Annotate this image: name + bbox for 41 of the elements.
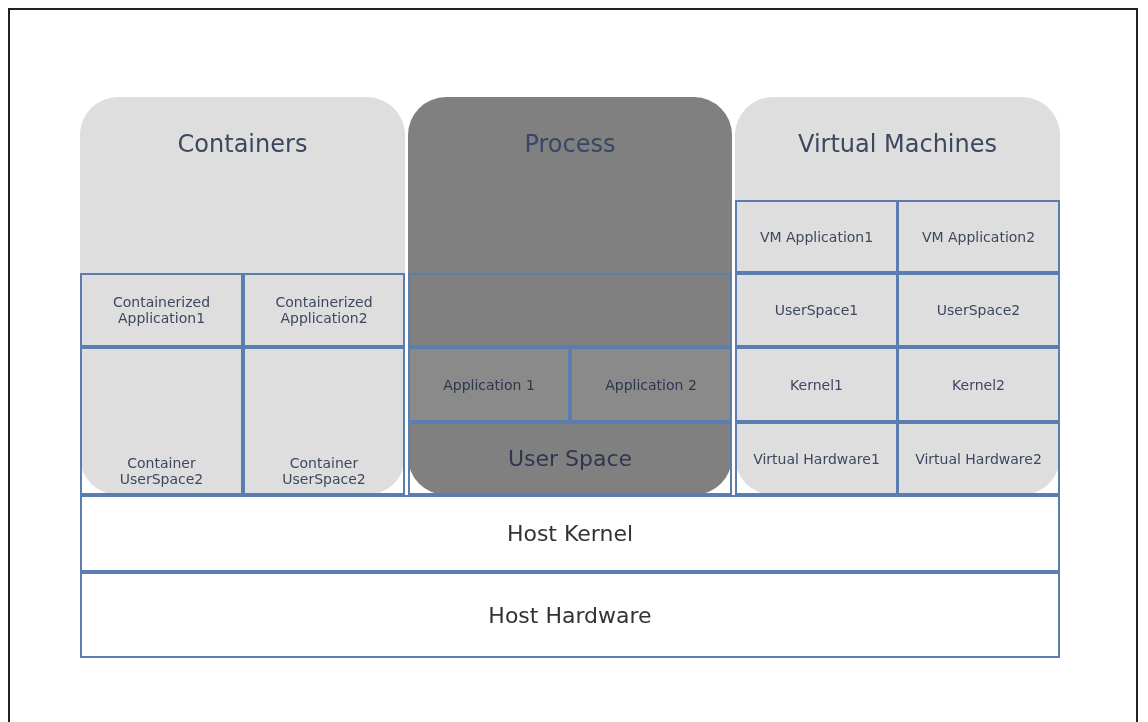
layer-cell — [735, 347, 898, 422]
layer-label: Virtual Hardware2 — [915, 450, 1042, 467]
layer-cell — [570, 347, 732, 422]
group-panel — [735, 97, 1060, 495]
layer-cell — [735, 200, 898, 273]
layer-band — [80, 495, 1060, 572]
layer-cell — [80, 273, 243, 347]
layer-band — [80, 572, 1060, 658]
layer-cell — [897, 347, 1060, 422]
layer-label: Host Hardware — [488, 602, 652, 628]
layer-label: Host Kernel — [506, 521, 634, 546]
layer-cell — [243, 347, 405, 495]
layer-label: Kernel2 — [952, 376, 1005, 393]
layer-label: Application 2 — [605, 376, 697, 393]
layer-cell — [897, 273, 1060, 347]
layer-cell — [80, 347, 243, 495]
group-title: Virtual Machines — [798, 130, 997, 158]
layer-cell — [897, 200, 1060, 273]
layer-label: Container UserSpace2 — [281, 455, 367, 487]
group-title: Containers — [177, 130, 308, 158]
layer-label: Containerized Application1 — [111, 294, 212, 326]
layer-cell — [408, 347, 570, 422]
layer-label: VM Application2 — [921, 228, 1036, 245]
box-cell — [408, 273, 732, 347]
layer-label: Application 1 — [443, 376, 535, 393]
layer-label: Kernel1 — [790, 376, 843, 393]
layer-label: Containerized Application2 — [274, 294, 374, 326]
layer-label: User Space — [507, 446, 633, 471]
layer-label: UserSpace2 — [936, 302, 1021, 318]
layer-cell — [408, 422, 732, 495]
layer-cell — [243, 273, 405, 347]
layer-cell — [735, 422, 898, 495]
layer-label: Container UserSpace2 — [118, 455, 205, 487]
layer-cell — [897, 422, 1060, 495]
group-panel — [80, 97, 405, 495]
layer-label: Virtual Hardware1 — [753, 450, 880, 467]
layer-label: UserSpace1 — [774, 302, 859, 318]
group-title: Process — [524, 130, 616, 158]
layer-cell — [735, 273, 898, 347]
layer-label: VM Application1 — [759, 228, 874, 245]
group-panel — [408, 97, 732, 495]
